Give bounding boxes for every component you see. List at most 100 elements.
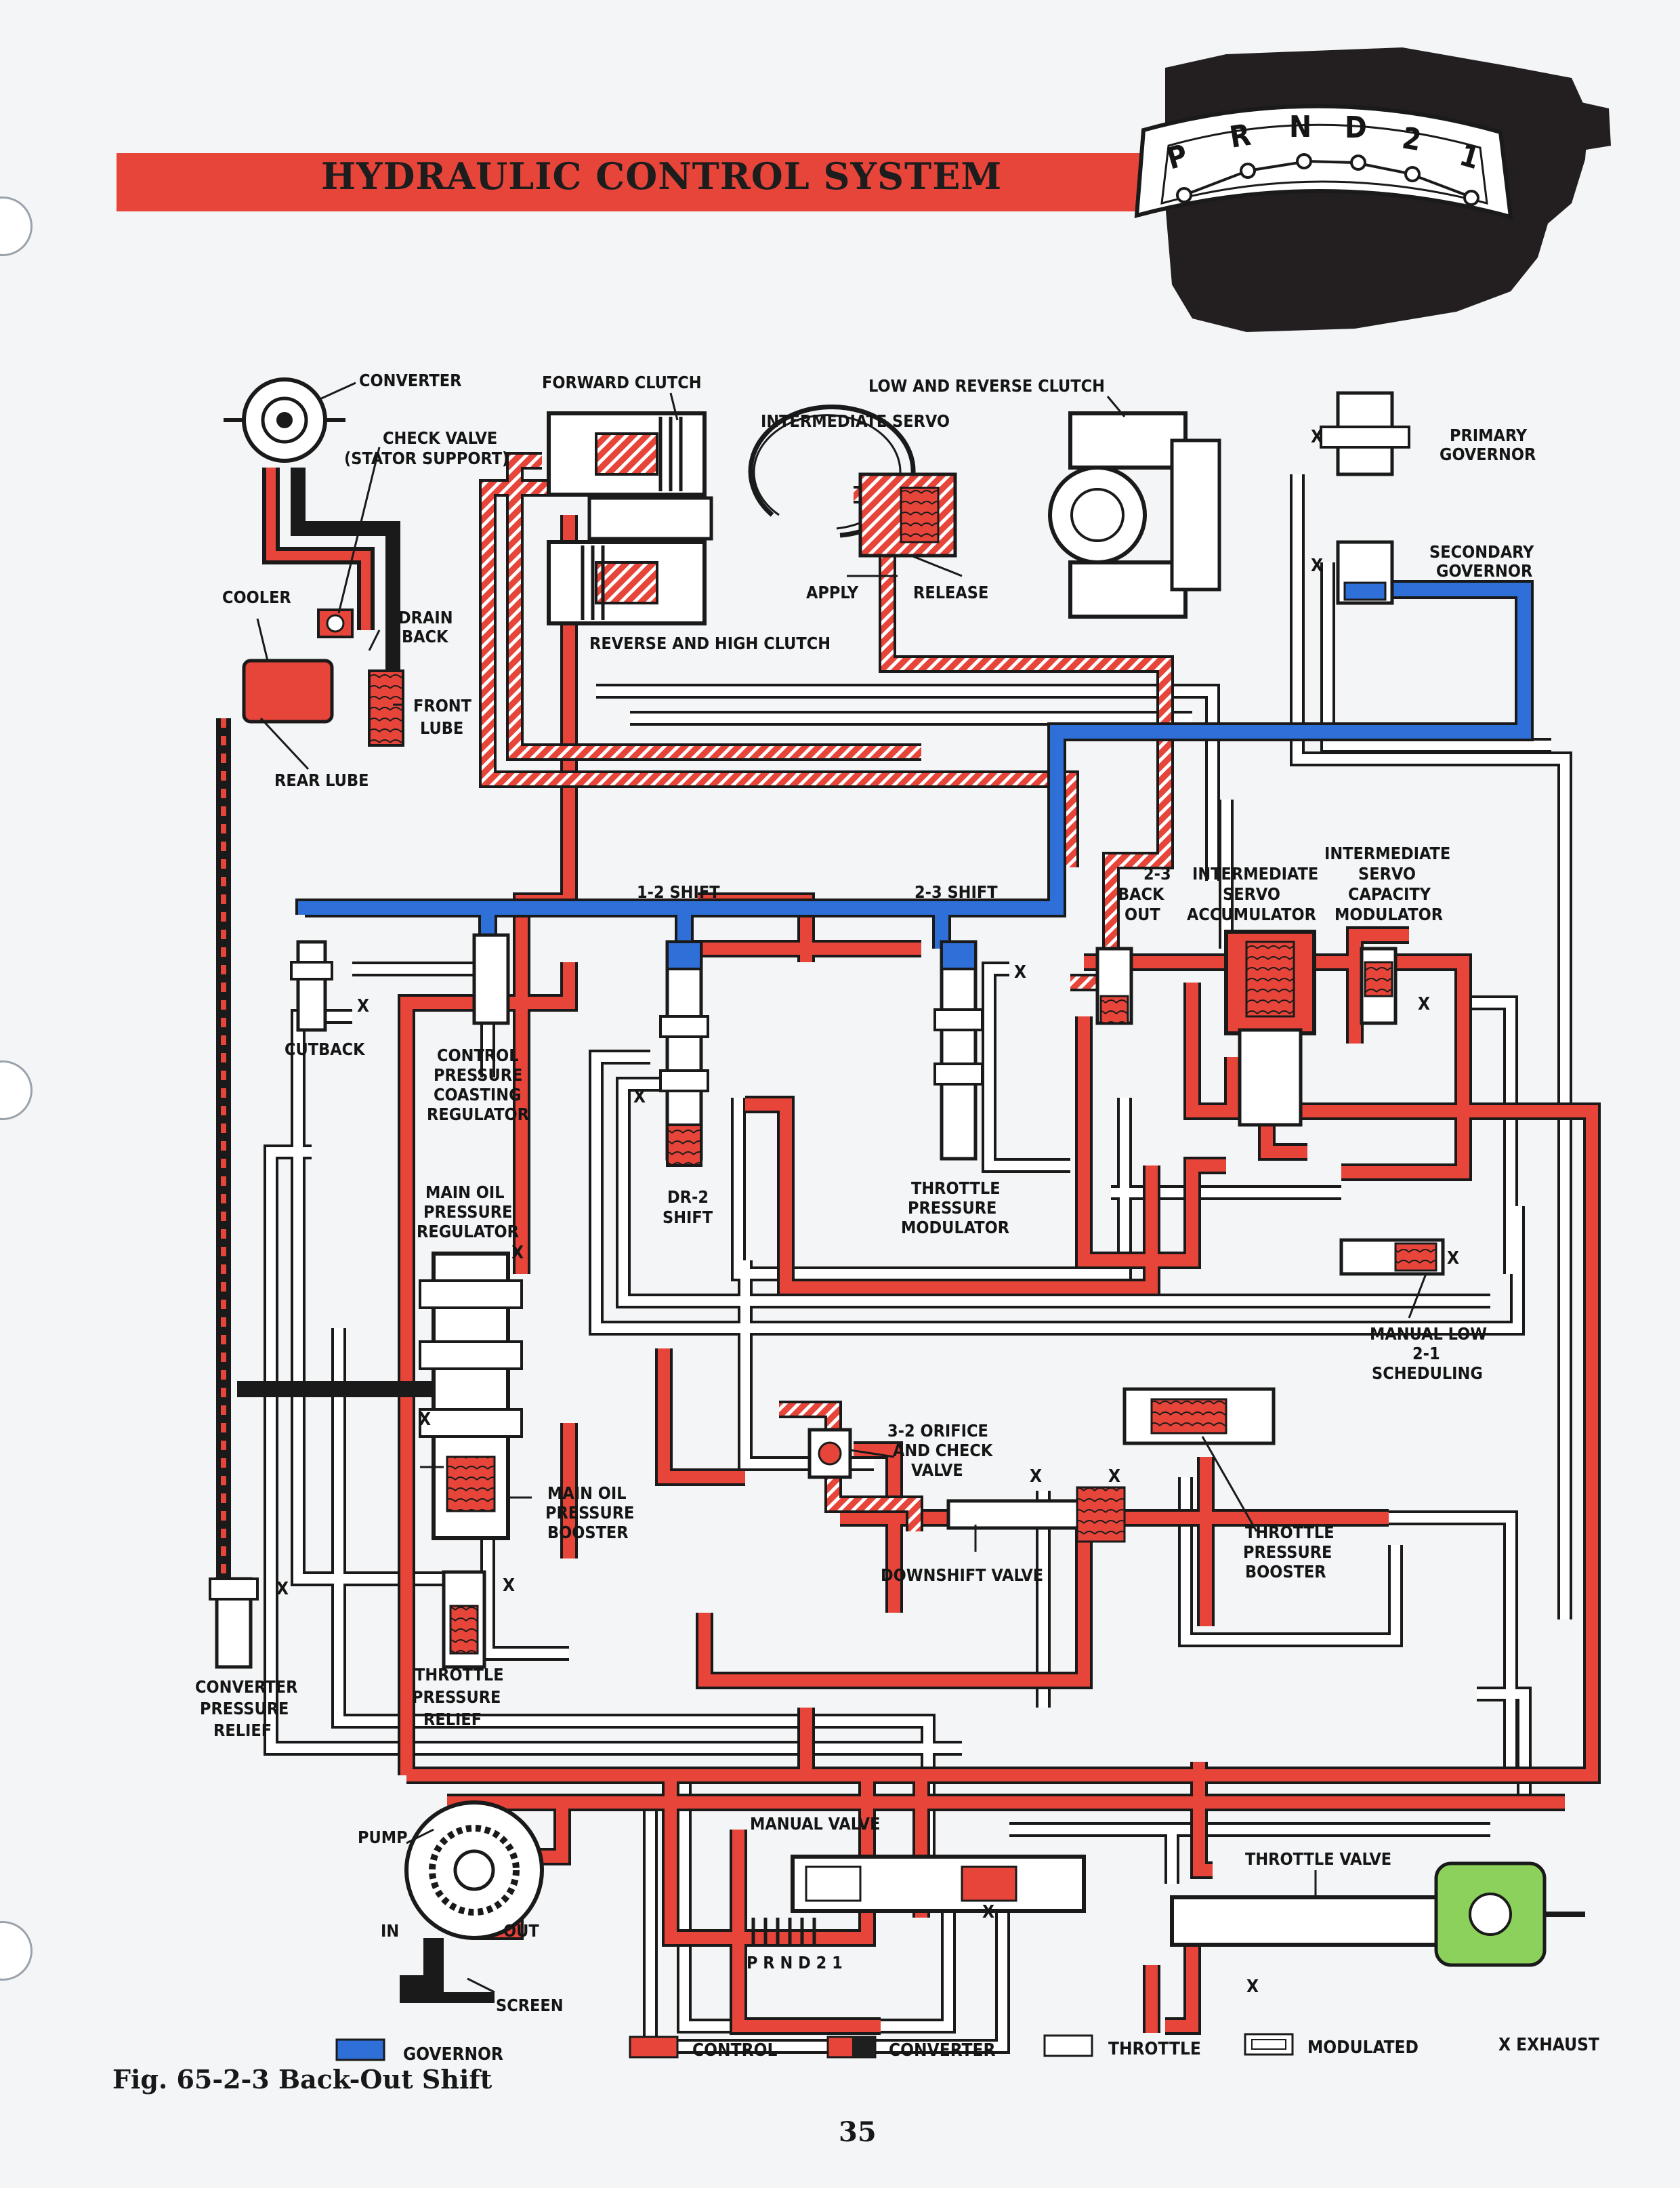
exhaust-x: X (511, 1243, 524, 1263)
label-throttle-valve: THROTTLE VALVE (1245, 1849, 1391, 1869)
label-coasting-regulator-4: REGULATOR (427, 1105, 529, 1124)
primary-governor (1320, 391, 1410, 476)
label-secondary-governor-2: GOVERNOR (1436, 561, 1532, 581)
exhaust-x: X (1014, 962, 1026, 983)
label-shift-23: 2-3 SHIFT (915, 882, 998, 902)
exhaust-x: X (1418, 994, 1430, 1014)
label-converter: CONVERTER (359, 371, 461, 390)
manual-low-scheduling-valve (1339, 1238, 1445, 1276)
label-dr2-shift-2: SHIFT (663, 1207, 713, 1227)
label-primary-governor-2: GOVERNOR (1440, 445, 1536, 464)
reverse-high-clutch (547, 496, 713, 625)
legend-label-modulated: MODULATED (1307, 2038, 1419, 2058)
label-converter-relief-3: RELIEF (213, 1720, 272, 1740)
label-tp-booster-1: THROTTLE (1245, 1523, 1335, 1542)
legend-swatch-control (629, 2036, 679, 2059)
exhaust-x: X (357, 996, 369, 1016)
exhaust-x: X (633, 1087, 646, 1107)
label-booster-2: PRESSURE (545, 1503, 634, 1523)
leader-lines (256, 381, 1427, 1994)
label-release: RELEASE (913, 583, 988, 602)
governor-passages (295, 580, 1534, 949)
label-tp-modulator-3: MODULATOR (901, 1218, 1009, 1237)
label-converter-relief-1: CONVERTER (195, 1677, 297, 1697)
exhaust-x: X (982, 1902, 994, 1922)
exhaust-x: X (1030, 1466, 1042, 1487)
label-intermediate-servo: INTERMEDIATE SERVO (761, 411, 950, 431)
label-capacity-modulator-2: SERVO (1358, 864, 1416, 884)
legend-label-control: CONTROL (692, 2040, 777, 2061)
exhaust-marks: X X X X X X X X X X X X X X X (276, 427, 1459, 1997)
label-tp-relief-1: THROTTLE (415, 1665, 504, 1685)
exhaust-x: X (1447, 1248, 1459, 1268)
exhaust-x: X (1311, 427, 1323, 447)
manual-valve-body (751, 1855, 1086, 1945)
legend-swatch-governor (335, 2038, 385, 2061)
cooler-unit (242, 659, 334, 724)
label-pump: PUMP (358, 1828, 408, 1847)
secondary-governor (1336, 540, 1394, 605)
back-out-23-valve (1095, 947, 1133, 1025)
label-back-out-3: OUT (1125, 905, 1160, 924)
servo-capacity-modulator (1360, 947, 1398, 1025)
label-downshift-valve: DOWNSHIFT VALVE (881, 1565, 1043, 1585)
label-capacity-modulator-1: INTERMEDIATE (1324, 844, 1450, 863)
label-reverse-high-clutch: REVERSE AND HIGH CLUTCH (589, 634, 831, 653)
legend-swatch-modulated-inner (1251, 2039, 1286, 2050)
label-cutback: CUTBACK (285, 1039, 366, 1059)
servo-accumulator (1224, 930, 1316, 1127)
label-orifice-3: VALVE (911, 1460, 963, 1480)
label-tp-modulator-2: PRESSURE (908, 1198, 996, 1218)
label-primary-governor-1: PRIMARY (1450, 426, 1528, 445)
label-apply: APPLY (806, 583, 859, 602)
legend-label-governor: GOVERNOR (403, 2044, 503, 2065)
label-shift-12: 1-2 SHIFT (637, 882, 720, 902)
label-accumulator-1: INTERMEDIATE (1192, 864, 1318, 884)
label-main-regulator-1: MAIN OIL (425, 1182, 505, 1202)
label-front-lube-1: FRONT (413, 696, 472, 716)
label-manual-low-2: 2-1 (1412, 1344, 1440, 1363)
label-coasting-regulator-3: COASTING (434, 1085, 522, 1105)
diagram-labels: CONVERTER CHECK VALVE (STATOR SUPPORT) C… (195, 371, 1536, 2015)
label-manual-valve: MANUAL VALVE (750, 1814, 880, 1834)
exhaust-x: X (276, 1579, 289, 1599)
exhaust-x: X (1311, 556, 1323, 576)
legend-label-converter: CONVERTER (889, 2040, 996, 2061)
low-reverse-clutch (1048, 411, 1221, 619)
selector-dial: P R N D 2 1 (1134, 104, 1513, 220)
pump-unit (400, 1800, 544, 2003)
page-number: 35 (839, 2116, 877, 2148)
label-orifice-2: AND CHECK (893, 1441, 994, 1460)
label-check-valve-2: (STATOR SUPPORT) (344, 449, 509, 468)
converter-pressure-relief-valve (209, 1577, 259, 1669)
header-banner (117, 153, 1153, 211)
front-lube-spring (368, 669, 404, 747)
cutback-valve (290, 940, 333, 1032)
exhaust-x: X (503, 1575, 515, 1596)
orifice-check-valve (807, 1428, 852, 1479)
label-booster-1: MAIN OIL (547, 1483, 627, 1503)
throttle-pressure-relief-valve (442, 1570, 486, 1669)
legend-swatch-throttle (1043, 2034, 1093, 2057)
label-secondary-governor-1: SECONDARY (1429, 542, 1534, 562)
throttle-passages (264, 474, 1572, 2054)
label-out: OUT (503, 1921, 539, 1941)
legend-label-exhaust: X EXHAUST (1498, 2035, 1599, 2055)
label-in: IN (381, 1921, 399, 1941)
label-check-valve-1: CHECK VALVE (383, 428, 497, 448)
label-manual-positions: P R N D 2 1 (747, 1953, 843, 1973)
intermediate-servo (748, 404, 957, 558)
forward-clutch (547, 411, 707, 497)
label-tp-modulator-1: THROTTLE (911, 1178, 1001, 1198)
coasting-regulator-valve (472, 933, 510, 1025)
label-capacity-modulator-3: CAPACITY (1348, 884, 1431, 904)
label-forward-clutch: FORWARD CLUTCH (542, 373, 702, 392)
downshift-valve-body (946, 1486, 1126, 1543)
label-capacity-modulator-4: MODULATOR (1335, 905, 1443, 924)
label-back-out-2: BACK (1118, 884, 1165, 904)
label-screen: SCREEN (496, 1996, 564, 2015)
dial-label-n: N (1289, 110, 1311, 144)
label-manual-low-1: MANUAL LOW (1370, 1324, 1487, 1344)
legend-swatch-converter-dark (852, 2037, 875, 2057)
